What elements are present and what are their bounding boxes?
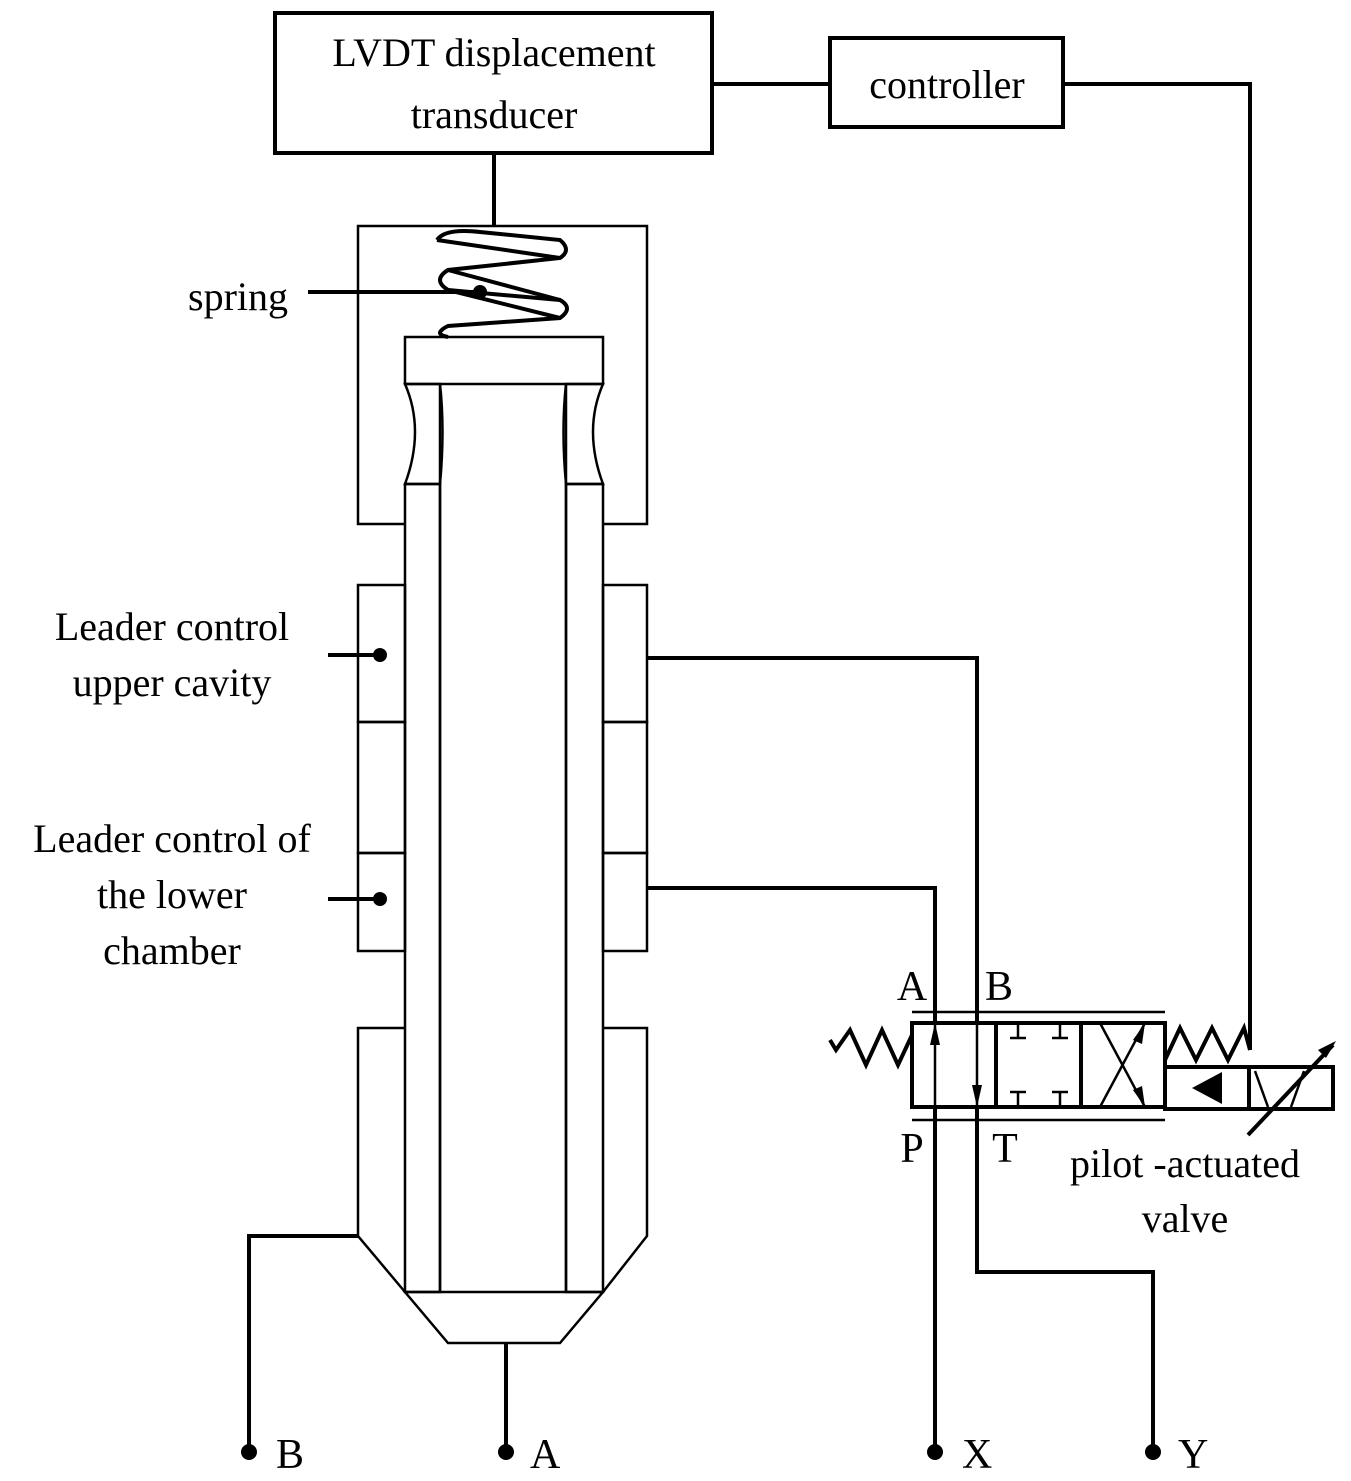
upper-cavity-callout: Leader control upper cavity: [55, 604, 387, 705]
pilot-valve-label-line1: pilot -actuated: [1070, 1141, 1300, 1186]
pilot-valve-symbol: [828, 1010, 1336, 1137]
terminal-b-label: B: [276, 1432, 304, 1478]
terminal-b: B: [241, 1432, 304, 1478]
valve-port-a: A: [897, 964, 928, 1010]
spring-label: spring: [188, 274, 288, 319]
spring-icon: [435, 229, 569, 339]
lower-chamber-label-line3: chamber: [103, 928, 241, 973]
spool-nose: [402, 1290, 606, 1345]
port-b-line: [247, 1234, 358, 1450]
upper-cavity-right: [601, 583, 649, 724]
controller-label: controller: [869, 62, 1025, 107]
upper-cavity-label-line1: Leader control: [55, 604, 289, 649]
valve-port-t: T: [992, 1126, 1018, 1172]
terminal-x: X: [927, 1432, 992, 1478]
main-spool: [403, 384, 605, 1294]
spring-seat: [403, 335, 605, 386]
lower-chamber-label-line1: Leader control of: [33, 816, 311, 861]
valve-port-p: P: [900, 1126, 923, 1172]
lvdt-label-line1: LVDT displacement: [332, 30, 655, 75]
valve-port-b: B: [985, 964, 1013, 1010]
spool-neck: [403, 382, 605, 486]
lower-chamber-label-line2: the lower: [97, 872, 247, 917]
lvdt-label-line2: transducer: [411, 92, 578, 137]
lvdt-transducer-box: LVDT displacement transducer: [273, 11, 714, 155]
terminal-a-label: A: [530, 1432, 561, 1478]
terminal-x-label: X: [962, 1432, 992, 1478]
lower-chamber-callout: Leader control of the lower chamber: [33, 816, 387, 973]
controller-box: controller: [828, 36, 1065, 129]
terminal-y-label: Y: [1178, 1432, 1208, 1478]
pilot-valve-label-line2: valve: [1142, 1196, 1229, 1241]
controller-pilot-wire: [1063, 82, 1252, 1050]
upper-cavity-line: [647, 656, 1155, 1450]
terminal-a: A: [498, 1432, 561, 1478]
lower-chamber-line: [647, 886, 937, 1450]
lower-chamber-right: [601, 851, 649, 953]
terminal-y: Y: [1145, 1432, 1208, 1478]
spring-callout: spring: [188, 274, 487, 319]
upper-cavity-label-line2: upper cavity: [73, 660, 272, 705]
